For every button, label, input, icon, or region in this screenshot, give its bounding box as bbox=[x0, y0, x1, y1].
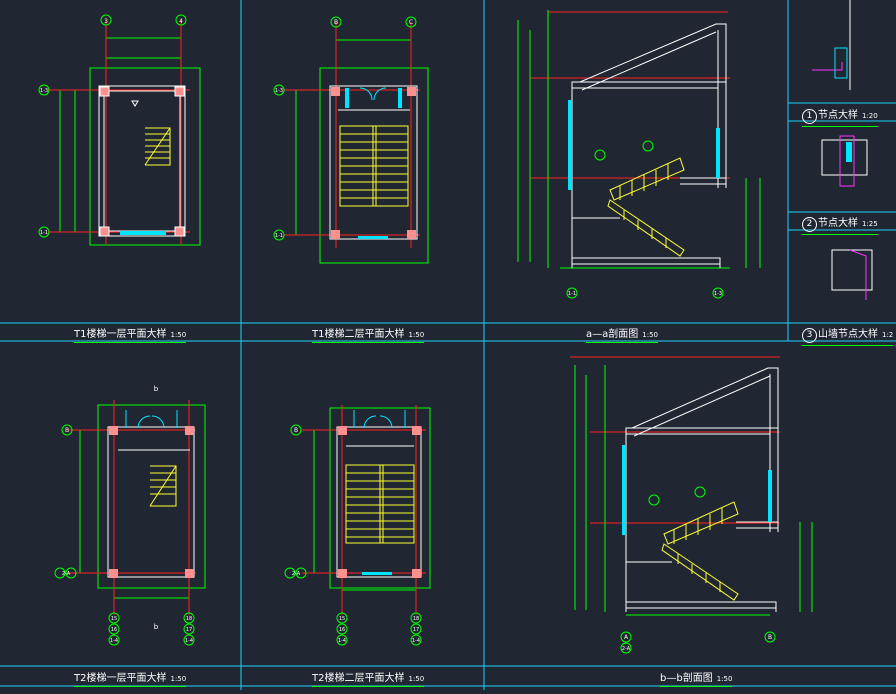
section-a-stair bbox=[607, 157, 685, 257]
svg-text:b: b bbox=[154, 623, 159, 631]
svg-text:2-A: 2-A bbox=[292, 571, 301, 577]
svg-text:1-3: 1-3 bbox=[275, 88, 283, 94]
svg-text:1-1: 1-1 bbox=[275, 233, 283, 239]
svg-text:1-3: 1-3 bbox=[40, 88, 48, 94]
svg-text:1-1: 1-1 bbox=[40, 230, 48, 236]
svg-text:b: b bbox=[154, 385, 159, 393]
svg-text:1-4: 1-4 bbox=[412, 638, 420, 644]
t2-floor2-stair bbox=[345, 464, 415, 544]
section-b-drawing: A B 2-A bbox=[570, 356, 813, 654]
svg-text:2-A: 2-A bbox=[62, 571, 71, 577]
svg-text:4: 4 bbox=[179, 18, 183, 25]
svg-text:16: 16 bbox=[111, 627, 117, 633]
t1-floor2-stair bbox=[339, 125, 409, 207]
t1-floor1-plan: 3 4 1-3 1-1 bbox=[38, 14, 201, 246]
t2-floor1-stair bbox=[149, 465, 177, 507]
detail-drawings bbox=[812, 0, 873, 300]
svg-text:1-4: 1-4 bbox=[338, 638, 346, 644]
svg-text:3: 3 bbox=[104, 18, 108, 25]
svg-text:A: A bbox=[624, 634, 629, 641]
svg-text:1-4: 1-4 bbox=[185, 638, 193, 644]
svg-text:17: 17 bbox=[413, 627, 419, 633]
svg-text:16: 16 bbox=[339, 627, 345, 633]
t1-floor2-plan: B C 1-3 1-1 bbox=[273, 16, 429, 264]
svg-text:1-3: 1-3 bbox=[714, 291, 722, 297]
svg-text:B: B bbox=[334, 19, 338, 26]
section-a-drawing: 1-1 1-3 bbox=[517, 10, 761, 299]
svg-text:B: B bbox=[65, 427, 69, 434]
svg-text:18: 18 bbox=[413, 616, 419, 622]
svg-text:B: B bbox=[768, 634, 772, 641]
svg-text:B: B bbox=[294, 427, 298, 434]
svg-text:18: 18 bbox=[186, 616, 192, 622]
svg-text:17: 17 bbox=[186, 627, 192, 633]
svg-text:2-A: 2-A bbox=[622, 646, 631, 652]
t2-floor2-plan: B 2-A 15 16 1-4 18 17 1-4 bbox=[284, 405, 431, 646]
svg-text:1-4: 1-4 bbox=[110, 638, 118, 644]
svg-text:1-1: 1-1 bbox=[568, 291, 576, 297]
t1-floor1-stair bbox=[144, 127, 171, 166]
svg-text:C: C bbox=[409, 19, 413, 26]
svg-text:15: 15 bbox=[111, 616, 117, 622]
section-b-stair bbox=[661, 501, 739, 601]
t2-floor1-plan: B 2-A 15 16 1-4 18 17 1-4 b b bbox=[54, 385, 206, 646]
svg-text:15: 15 bbox=[339, 616, 345, 622]
